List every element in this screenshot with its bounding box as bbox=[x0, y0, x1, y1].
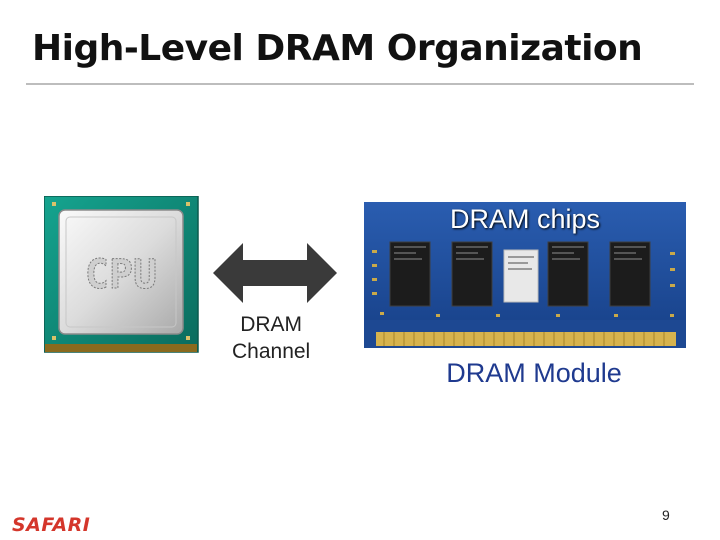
double-arrow-icon bbox=[213, 243, 337, 303]
safari-logo: SAFARI bbox=[12, 514, 91, 536]
dram-channel-label: DRAM Channel bbox=[232, 313, 311, 363]
dram-chip bbox=[547, 241, 589, 307]
title-divider bbox=[26, 83, 694, 85]
dram-chip bbox=[451, 241, 493, 307]
dram-module-label: DRAM Module bbox=[446, 358, 622, 388]
dram-chip bbox=[389, 241, 431, 307]
page-number: 9 bbox=[662, 507, 670, 523]
slide-title: High-Level DRAM Organization bbox=[32, 28, 643, 69]
dram-chips-label: DRAM chips bbox=[449, 204, 601, 234]
dram-module-image bbox=[364, 202, 686, 348]
dram-chip bbox=[609, 241, 651, 307]
cpu-chip-icon: CPU bbox=[44, 196, 199, 353]
cpu-label: CPU bbox=[85, 252, 157, 298]
